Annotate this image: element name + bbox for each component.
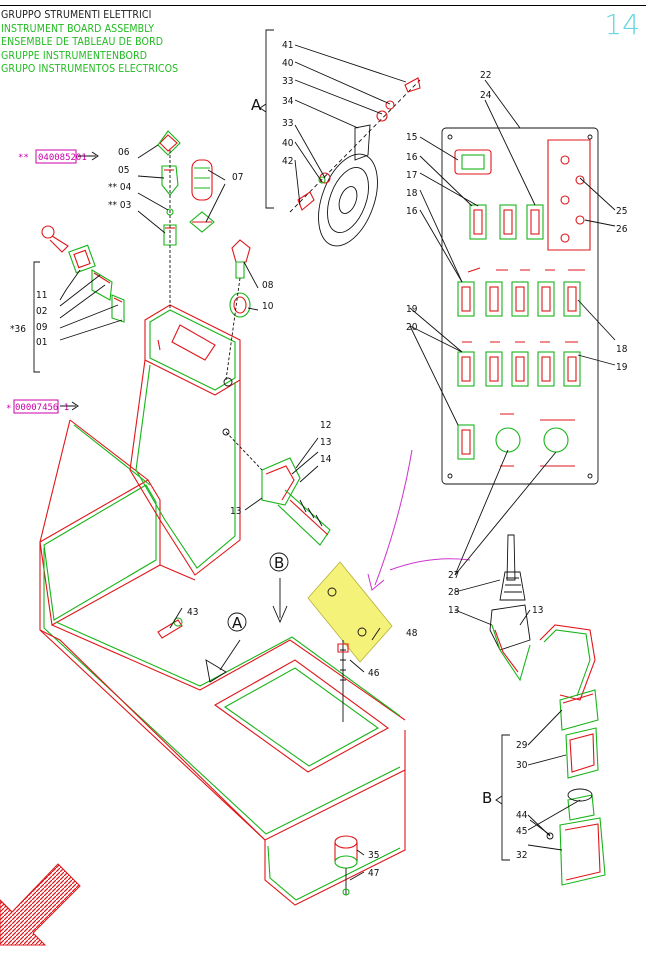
view-label-a-circle: A — [232, 614, 243, 632]
leader-lines — [59, 44, 616, 881]
label-48: 48 — [406, 628, 418, 639]
label-24: 24 — [480, 90, 492, 101]
bush-35-47 — [334, 835, 358, 896]
label-42: 42 — [282, 156, 293, 167]
page-number: 14 — [604, 8, 640, 41]
indicator-switch — [225, 431, 331, 546]
label-22: 22 — [480, 70, 491, 81]
label-16-a: 16 — [406, 152, 418, 163]
title-german: GRUPPE INSTRUMENTENBORD — [1, 49, 148, 62]
instrument-panel — [441, 127, 599, 485]
label-15: 15 — [406, 132, 417, 143]
ignition-parts — [41, 225, 125, 323]
view-label-b-side: B — [482, 789, 492, 807]
label-25: 25 — [616, 206, 627, 217]
title-french: ENSEMBLE DE TABLEAU DE BORD — [1, 36, 164, 48]
label-08: 08 — [262, 280, 274, 291]
title-block: GRUPPO STRUMENTI ELETTRICI INSTRUMENT BO… — [1, 9, 178, 77]
label-33-a: 33 — [282, 76, 293, 87]
label-20: 20 — [406, 322, 418, 333]
label-13-b: 13 — [230, 506, 241, 517]
ref-code-top: 040085201 — [38, 153, 87, 163]
joystick — [489, 534, 531, 682]
label-02: 02 — [36, 306, 47, 317]
label-13-c: 13 — [448, 605, 459, 616]
label-33-b: 33 — [282, 118, 293, 129]
ref-code-mid: 00007456 1 — [15, 403, 69, 413]
label-07: 07 — [232, 172, 243, 183]
label-47: 47 — [368, 868, 379, 879]
reference-box-top: ** 040085201 — [18, 149, 99, 164]
title-spanish: GRUPO INSTRUMENTOS ELECTRICOS — [1, 63, 179, 75]
label-03: ** 03 — [108, 200, 131, 211]
lamp-parts — [157, 130, 215, 310]
view-label-a-top: A — [251, 96, 262, 114]
label-19-a: 19 — [616, 362, 628, 373]
label-14: 14 — [320, 454, 332, 465]
label-10: 10 — [262, 301, 274, 312]
label-35: 35 — [368, 850, 379, 861]
label-41: 41 — [282, 40, 293, 51]
corner-arrow — [0, 863, 81, 946]
label-04: ** 04 — [108, 182, 132, 193]
bolt-46 — [337, 640, 349, 722]
view-label-b-circle: B — [274, 554, 284, 572]
throttle-parts — [225, 239, 251, 381]
label-13-a: 13 — [320, 437, 331, 448]
label-11: 11 — [36, 290, 47, 301]
label-18-b: 18 — [616, 344, 628, 355]
label-26: 26 — [616, 224, 628, 235]
reference-box-mid: * 00007456 1 — [6, 399, 79, 414]
label-40-b: 40 — [282, 138, 294, 149]
label-16-b: 16 — [406, 206, 418, 217]
label-44: 44 — [516, 810, 528, 821]
label-01: 01 — [36, 337, 47, 348]
label-45: 45 — [516, 826, 527, 837]
label-18-a: 18 — [406, 188, 418, 199]
label-40-a: 40 — [282, 58, 294, 69]
label-19-b: 19 — [406, 304, 418, 315]
label-06: 06 — [118, 147, 130, 158]
column-housing — [129, 304, 241, 576]
ref-prefix-top: ** — [18, 153, 29, 163]
title-italian: GRUPPO STRUMENTI ELETTRICI — [1, 9, 152, 21]
pad-48 — [307, 561, 393, 663]
horn-assembly — [289, 77, 421, 247]
label-13-d: 13 — [532, 605, 543, 616]
label-30: 30 — [516, 760, 528, 771]
label-12: 12 — [320, 420, 331, 431]
label-46: 46 — [368, 668, 380, 679]
brackets — [33, 29, 510, 861]
ref-prefix-mid: * — [6, 404, 11, 414]
label-09: 09 — [36, 322, 48, 333]
header-rule — [0, 5, 646, 6]
label-29: 29 — [516, 740, 528, 751]
label-32: 32 — [516, 850, 527, 861]
label-17: 17 — [406, 170, 417, 181]
title-english: INSTRUMENT BOARD ASSEMBLY — [1, 22, 155, 35]
label-27: 27 — [448, 570, 459, 581]
label-36: *36 — [10, 324, 26, 335]
label-34: 34 — [282, 96, 294, 107]
label-28: 28 — [448, 587, 460, 598]
switch-assembly-b — [529, 624, 606, 886]
label-05: 05 — [118, 165, 129, 176]
console-body — [39, 419, 406, 906]
label-43: 43 — [187, 607, 198, 618]
